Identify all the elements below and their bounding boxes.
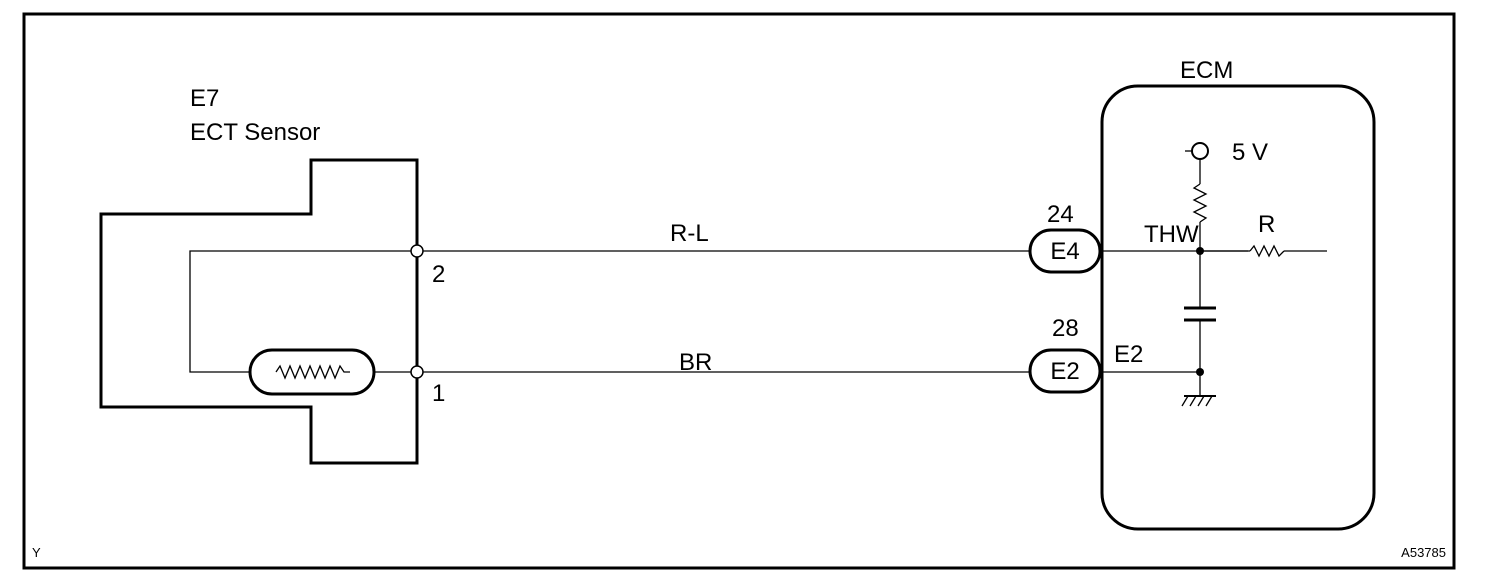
- signal-thw-label: THW: [1144, 221, 1199, 248]
- connector-e4: [1028, 228, 1102, 274]
- sensor-pin-1-terminal: [410, 365, 424, 379]
- footer-left-code: Y: [32, 545, 41, 560]
- figure-id: A53785: [1401, 545, 1446, 560]
- sensor-pin-2-terminal: [410, 244, 424, 258]
- supply-5v-terminal-icon: [1191, 142, 1209, 160]
- connector-e2-pin-number: 28: [1052, 315, 1079, 342]
- sensor-internal-wire: [189, 250, 417, 373]
- connector-e2: [1028, 348, 1102, 394]
- ecm-box: [1100, 84, 1376, 531]
- sensor-name: ECT Sensor: [190, 119, 320, 146]
- series-resistor-icon: [1249, 244, 1285, 258]
- sensor-housing: [99, 158, 419, 465]
- signal-e2-label: E2: [1114, 341, 1143, 368]
- wire-br-label: BR: [679, 349, 712, 376]
- connector-e4-pin-number: 24: [1047, 201, 1074, 228]
- sensor-code: E7: [190, 85, 219, 112]
- sensor-pin-1-label: 1: [432, 380, 445, 407]
- diagram-frame: [22, 12, 1456, 570]
- connector-e2-label: E2: [1050, 358, 1079, 385]
- e2-node-dot: [1196, 368, 1204, 376]
- sensor-pin-2-label: 2: [432, 261, 445, 288]
- series-resistor-label: R: [1258, 211, 1275, 238]
- ground-icon: [1181, 395, 1216, 407]
- ecm-title: ECM: [1180, 57, 1233, 84]
- pullup-resistor-icon: [1192, 183, 1208, 223]
- wire-r-l-label: R-L: [670, 220, 709, 247]
- connector-e4-label: E4: [1050, 238, 1079, 265]
- thermistor-zigzag-icon: [275, 364, 350, 380]
- supply-5v-label: 5 V: [1232, 139, 1268, 166]
